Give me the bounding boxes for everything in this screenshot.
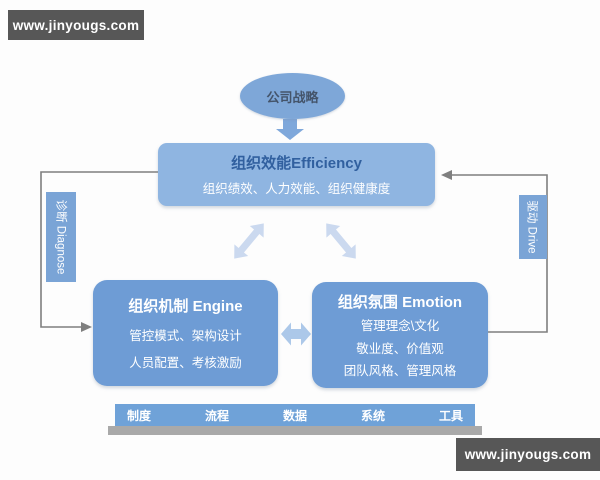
watermark-bottom-right: www.jinyougs.com <box>456 438 600 471</box>
efficiency-box: 组织效能Efficiency 组织绩效、人力效能、组织健康度 <box>158 143 435 206</box>
foundation-item: 制度 <box>127 408 152 423</box>
drive-arrowhead-icon <box>441 170 452 180</box>
efficiency-title: 组织效能Efficiency <box>231 155 362 172</box>
foundation-item: 系统 <box>360 408 385 423</box>
drive-label-bar: 驱动 Drive <box>519 195 547 259</box>
foundation-item: 工具 <box>438 408 463 423</box>
foundation-item: 流程 <box>204 408 229 423</box>
strategy-ellipse: 公司战略 <box>240 73 345 119</box>
emotion-box: 组织氛围 Emotion 管理理念\文化 敬业度、价值观 团队风格、管理风格 <box>312 282 488 388</box>
efficiency-subtitle: 组织绩效、人力效能、组织健康度 <box>202 182 391 196</box>
foundation-item: 数据 <box>282 408 307 423</box>
strategy-label: 公司战略 <box>266 89 319 105</box>
emotion-line: 团队风格、管理风格 <box>343 363 457 378</box>
foundation-bar-shadow <box>108 426 482 435</box>
engine-line: 人员配置、考核激励 <box>129 356 242 371</box>
watermark-text: www.jinyougs.com <box>12 17 140 33</box>
foundation-bar: 制度 流程 数据 系统 工具 <box>115 404 475 426</box>
exchange-arrow-left-icon <box>234 223 264 259</box>
watermark-text: www.jinyougs.com <box>464 447 592 462</box>
flow-down-arrow-icon <box>276 119 304 140</box>
drive-label: 驱动 Drive <box>526 200 538 254</box>
diagnose-arrowhead-icon <box>81 322 92 332</box>
watermark-top-left: www.jinyougs.com <box>8 10 144 40</box>
emotion-line: 敬业度、价值观 <box>356 341 444 356</box>
engine-title: 组织机制 Engine <box>128 297 243 315</box>
emotion-title: 组织氛围 Emotion <box>337 294 463 312</box>
diagnose-label-bar: 诊断 Diagnose <box>46 192 76 282</box>
emotion-line: 管理理念\文化 <box>360 319 440 334</box>
engine-box: 组织机制 Engine 管控模式、架构设计 人员配置、考核激励 <box>93 280 278 386</box>
engine-line: 管控模式、架构设计 <box>129 328 242 343</box>
exchange-arrow-horizontal-icon <box>281 322 311 346</box>
diagnose-label: 诊断 Diagnose <box>54 199 67 275</box>
exchange-arrow-right-icon <box>326 223 356 259</box>
